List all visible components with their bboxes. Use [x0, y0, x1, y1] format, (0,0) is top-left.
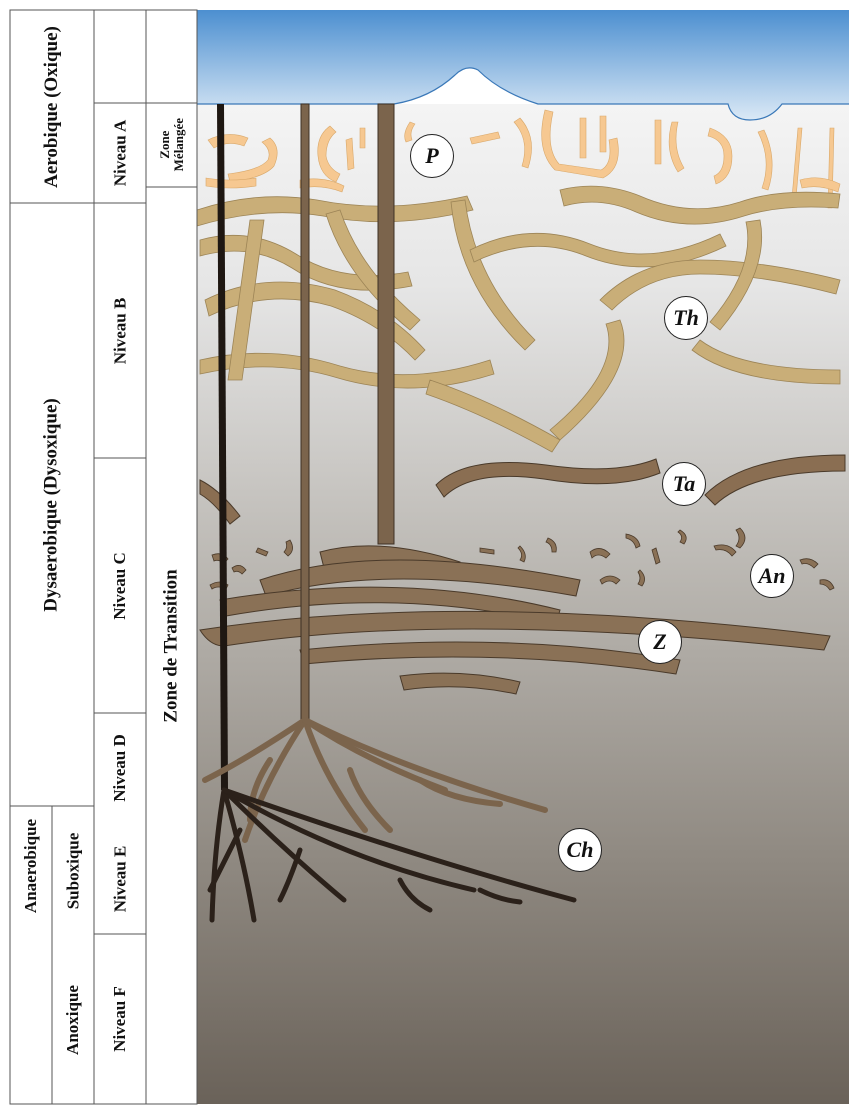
- label-level-f: Niveau F: [94, 934, 146, 1104]
- label-level-e: Niveau E: [94, 823, 146, 934]
- badge-taenidium: Ta: [662, 462, 706, 506]
- label-mixed-zone-line2: Mélangée: [172, 118, 186, 171]
- label-level-b: Niveau B: [94, 203, 146, 458]
- label-level-d: Niveau D: [94, 713, 146, 823]
- label-dysaerobic: Dysaerobique (Dysoxique): [10, 203, 94, 806]
- label-suboxic: Suboxique: [52, 806, 94, 936]
- badge-planolites: P: [410, 134, 454, 178]
- label-mixed-zone: Zone Mélangée: [146, 103, 197, 187]
- label-anoxic: Anoxique: [52, 936, 94, 1104]
- planolites-shaft: [378, 104, 394, 544]
- chondrites-stem-brown: [301, 104, 309, 720]
- label-transition-zone: Zone de Transition: [146, 187, 197, 1104]
- badge-chondrites: Ch: [558, 828, 602, 872]
- badge-thalassinoides: Th: [664, 296, 708, 340]
- label-aerobic: Aerobique (Oxique): [10, 10, 94, 203]
- label-level-a: Niveau A: [94, 103, 146, 203]
- label-anaerobic: Anaerobique: [10, 806, 52, 926]
- label-level-c: Niveau C: [94, 458, 146, 713]
- label-mixed-zone-line1: Zone: [158, 118, 172, 171]
- badge-anconichnus: An: [750, 554, 794, 598]
- badge-zoophycos: Z: [638, 620, 682, 664]
